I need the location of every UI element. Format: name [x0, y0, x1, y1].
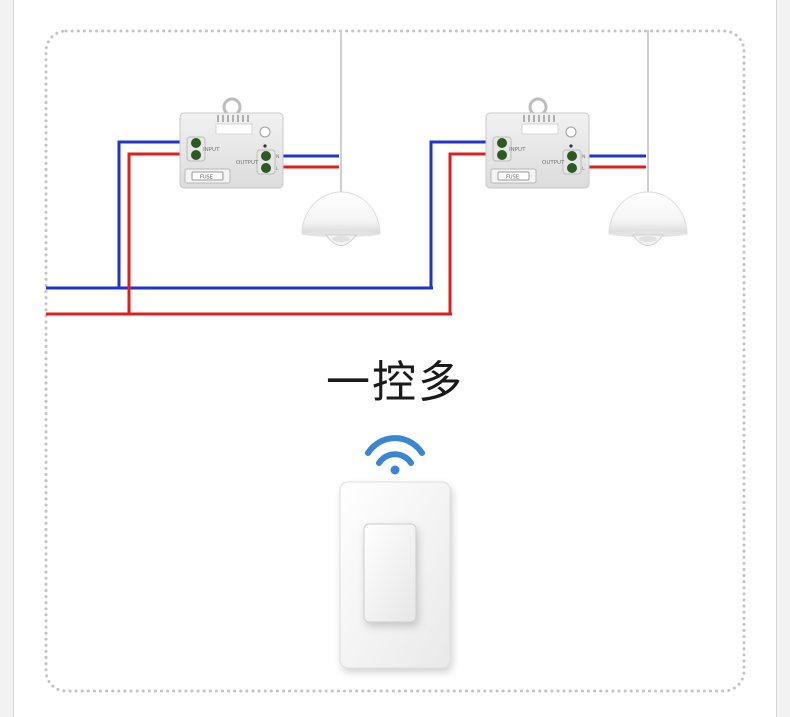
- left-edge-shadow: [0, 0, 14, 717]
- output-label: OUTPUT: [542, 160, 565, 166]
- pendant-lamp-icon: [301, 191, 381, 246]
- output-terminal-screw: [567, 163, 577, 173]
- right-edge-shadow: [776, 0, 790, 717]
- page-title: 一控多: [326, 357, 464, 408]
- pendant-lamp-icon: [608, 191, 688, 246]
- fuse-label: FUSE: [506, 175, 519, 181]
- led-indicator: [263, 144, 267, 148]
- output-terminal-screw: [567, 151, 577, 161]
- neutral-wire-receiver-1: [117, 140, 187, 288]
- neutral-wire-receiver-2: [429, 140, 493, 288]
- receiver-module-1: INPUT OUTPUT N L FUSE: [179, 97, 284, 189]
- led-indicator: [569, 144, 573, 148]
- label-plate: [215, 123, 253, 135]
- pair-button: [565, 126, 577, 138]
- fuse-cartridge: [191, 171, 224, 181]
- fuse-cartridge: [497, 171, 530, 181]
- wall-switch-icon: [339, 481, 451, 669]
- terminal-l-label: L: [276, 166, 279, 172]
- input-label: INPUT: [203, 147, 220, 153]
- label-plate: [521, 123, 559, 135]
- wifi-icon: [365, 435, 425, 475]
- input-label: INPUT: [509, 147, 526, 153]
- output-terminal-screw: [261, 151, 271, 161]
- receiver-module-2: INPUT OUTPUT N L FUSE: [485, 97, 590, 189]
- terminal-l-label: L: [582, 166, 585, 172]
- dotted-frame: [44, 29, 746, 693]
- input-terminal-screw: [497, 138, 507, 148]
- pair-button: [259, 126, 271, 138]
- output-terminal-screw: [261, 163, 271, 173]
- live-wire-receiver-2: [448, 152, 493, 314]
- switch-button: [363, 523, 417, 623]
- input-terminal-screw: [191, 138, 201, 148]
- terminal-n-label: N: [276, 154, 279, 160]
- terminal-n-label: N: [582, 154, 585, 160]
- vent-slots: [217, 115, 249, 122]
- output-label: OUTPUT: [236, 160, 259, 166]
- fuse-label: FUSE: [200, 175, 213, 181]
- vent-slots: [523, 115, 555, 122]
- input-terminal-screw: [497, 150, 507, 160]
- live-wire-receiver-1: [127, 152, 187, 314]
- input-terminal-screw: [191, 150, 201, 160]
